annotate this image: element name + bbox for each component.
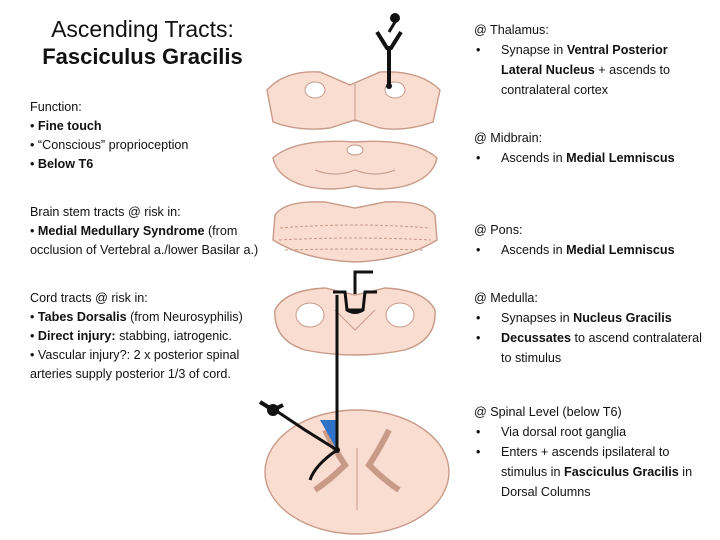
spinal-heading: @ Spinal Level (below T6) bbox=[474, 405, 622, 419]
spinal-block: @ Spinal Level (below T6) Via dorsal roo… bbox=[474, 402, 710, 502]
midbrain-heading: @ Midbrain: bbox=[474, 131, 543, 145]
cord-item-2: Direct injury: stabbing, iatrogenic. bbox=[30, 327, 260, 346]
slide-title: Ascending Tracts: Fasciculus Gracilis bbox=[30, 16, 255, 70]
function-heading: Function: bbox=[30, 100, 82, 114]
pons-heading: @ Pons: bbox=[474, 223, 523, 237]
medulla-section bbox=[274, 287, 436, 356]
function-item-3: Below T6 bbox=[30, 155, 260, 174]
left-column: Function: Fine touch “Conscious” proprio… bbox=[30, 98, 260, 413]
pons-item: Ascends in Medial Lemniscus bbox=[474, 240, 710, 260]
cord-block: Cord tracts @ risk in: Tabes Dorsalis (f… bbox=[30, 289, 260, 384]
medulla-block: @ Medulla: Synapses in Nucleus Gracilis … bbox=[474, 288, 710, 368]
medulla-item-1: Synapses in Nucleus Gracilis bbox=[474, 308, 710, 328]
thalamus-item: Synapse in Ventral Posterior Lateral Nuc… bbox=[474, 40, 710, 100]
pons-section bbox=[272, 201, 438, 263]
ascending-pathway bbox=[274, 270, 373, 481]
midbrain-section bbox=[272, 140, 438, 190]
function-block: Function: Fine touch “Conscious” proprio… bbox=[30, 98, 260, 174]
thalamus-block: @ Thalamus: Synapse in Ventral Posterior… bbox=[474, 20, 710, 100]
pons-block: @ Pons: Ascends in Medial Lemniscus bbox=[474, 220, 710, 260]
cortical-neuron bbox=[375, 13, 403, 89]
thalamus-heading: @ Thalamus: bbox=[474, 23, 549, 37]
dorsal-root-ganglion bbox=[258, 400, 284, 416]
spinal-item-2: Enters + ascends ipsilateral to stimulus… bbox=[474, 442, 710, 502]
brainstem-item-rest: (from occlusion of Vertebral a./lower Ba… bbox=[30, 224, 259, 257]
cord-item-1: Tabes Dorsalis (from Neurosyphilis) bbox=[30, 308, 260, 327]
midbrain-block: @ Midbrain: Ascends in Medial Lemniscus bbox=[474, 128, 710, 168]
midbrain-item: Ascends in Medial Lemniscus bbox=[474, 148, 710, 168]
function-item-2: “Conscious” proprioception bbox=[30, 136, 260, 155]
cord-item-3: Vascular injury?: 2 x posterior spinal a… bbox=[30, 346, 260, 384]
pathway-diagram bbox=[258, 13, 450, 535]
spinal-cord-section bbox=[264, 409, 450, 535]
brainstem-item-bold: Medial Medullary Syndrome bbox=[37, 224, 205, 238]
brainstem-block: Brain stem tracts @ risk in: Medial Medu… bbox=[30, 203, 260, 260]
fasciculus-gracilis-highlight bbox=[320, 420, 337, 450]
function-item-1: Fine touch bbox=[30, 117, 260, 136]
brainstem-heading: Brain stem tracts @ risk in: bbox=[30, 205, 181, 219]
title-line-2: Fasciculus Gracilis bbox=[42, 43, 243, 69]
brainstem-item: Medial Medullary Syndrome (from occlusio… bbox=[30, 222, 260, 260]
medulla-heading: @ Medulla: bbox=[474, 291, 538, 305]
medulla-item-2: Decussates to ascend contralateral to st… bbox=[474, 328, 710, 368]
title-line-1: Ascending Tracts: bbox=[51, 16, 234, 42]
cord-heading: Cord tracts @ risk in: bbox=[30, 291, 148, 305]
thalamus-section bbox=[266, 71, 441, 130]
spinal-item-1: Via dorsal root ganglia bbox=[474, 422, 710, 442]
